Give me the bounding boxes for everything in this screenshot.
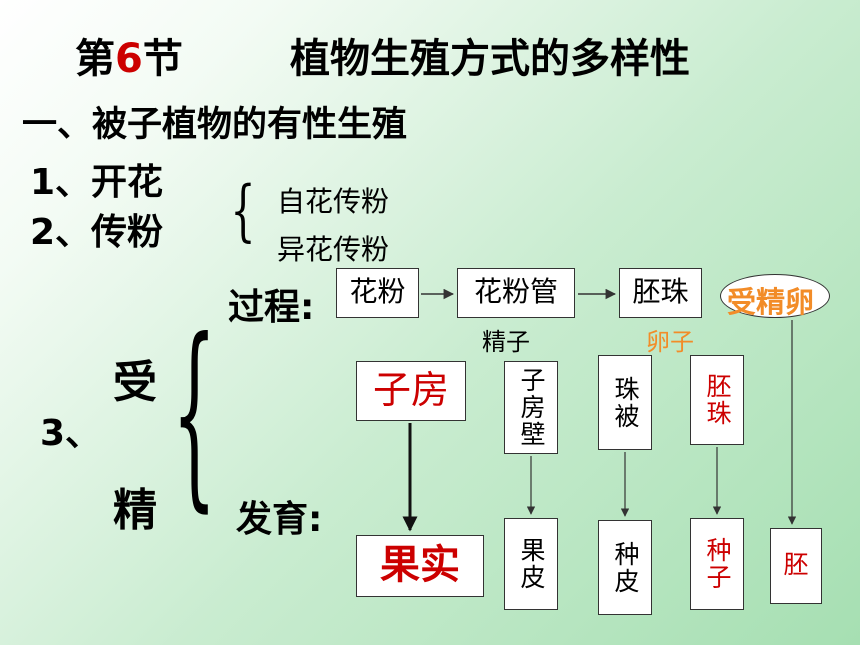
sperm-label: 精子	[482, 328, 530, 356]
source-box-integument-label: 珠被	[611, 375, 640, 430]
source-box-ovary-label: 子房	[372, 368, 449, 412]
process-box-pollen: 花粉	[336, 268, 419, 318]
title-suffix: 节	[142, 36, 183, 82]
page-title: 第6节	[75, 26, 183, 84]
target-box-seed: 种子	[690, 518, 744, 610]
fertilization-char-2: 精	[113, 485, 157, 536]
self-pollination-label: 自花传粉	[277, 185, 390, 218]
source-box-ovary-wall: 子房壁	[504, 361, 558, 454]
step-flowering: 1、开花	[30, 162, 164, 203]
process-label: 过程:	[228, 287, 315, 328]
title-prefix: 第	[75, 36, 115, 82]
target-box-seed-coat: 种皮	[598, 520, 652, 615]
title-topic: 植物生殖方式的多样性	[290, 36, 690, 82]
source-box-ovule: 胚珠	[690, 355, 744, 445]
target-box-fruit-label: 果实	[380, 542, 460, 588]
egg-label: 卵子	[646, 328, 694, 356]
process-box-pollen-tube: 花粉管	[457, 268, 575, 318]
target-box-fruit: 果实	[356, 535, 484, 597]
development-label: 发育:	[236, 499, 323, 540]
title-number: 6	[115, 36, 143, 82]
cross-pollination-label: 异花传粉	[277, 233, 390, 266]
process-box-ovule-label: 胚珠	[632, 275, 689, 308]
process-box-ovule: 胚珠	[619, 268, 702, 318]
target-box-embryo-label: 胚	[783, 550, 809, 579]
target-box-pericarp-label: 果皮	[517, 537, 546, 591]
fertilized-egg-label: 受精卵	[727, 285, 815, 319]
source-box-ovary: 子房	[356, 361, 466, 421]
source-box-integument: 珠被	[598, 355, 652, 450]
target-box-seed-coat-label: 种皮	[611, 540, 640, 595]
target-box-seed-label: 种子	[703, 537, 732, 591]
process-box-pollen-label: 花粉	[349, 275, 406, 308]
process-box-pollen-tube-label: 花粉管	[473, 275, 558, 308]
target-box-pericarp: 果皮	[504, 518, 558, 610]
source-box-ovule-label: 胚珠	[703, 373, 732, 427]
pollination-brace: {	[230, 172, 256, 249]
target-box-embryo: 胚	[770, 528, 822, 604]
fertilization-brace: {	[172, 297, 217, 530]
source-box-ovary-wall-label: 子房壁	[517, 367, 546, 448]
fertilization-char-1: 受	[113, 357, 157, 408]
section-heading: 一、被子植物的有性生殖	[22, 105, 408, 145]
fertilized-egg-oval	[720, 274, 830, 318]
step-pollination: 2、传粉	[30, 212, 164, 253]
step3-number: 3、	[40, 413, 102, 454]
